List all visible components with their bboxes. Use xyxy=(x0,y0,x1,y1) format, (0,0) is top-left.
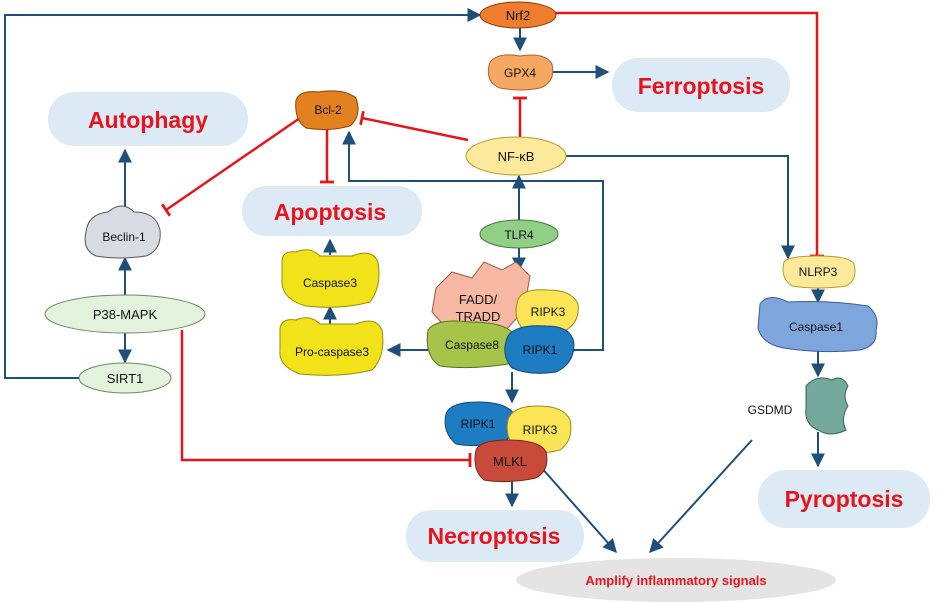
svg-text:RIPK3: RIPK3 xyxy=(531,305,566,319)
svg-text:MLKL: MLKL xyxy=(493,454,527,469)
sirt1-node: SIRT1 xyxy=(78,362,172,394)
svg-text:Pro-caspase3: Pro-caspase3 xyxy=(295,345,369,359)
svg-text:NF-κB: NF-κB xyxy=(498,149,535,164)
caspase1-node: Caspase1 xyxy=(757,297,878,353)
beclin1-node: Beclin-1 xyxy=(84,205,161,259)
gsdmd-node: GSDMD xyxy=(748,377,849,435)
svg-text:Bcl-2: Bcl-2 xyxy=(314,103,342,117)
outcome-ferroptosis: Ferroptosis xyxy=(612,58,790,112)
mlkl-node: MLKL xyxy=(474,439,548,483)
svg-text:GSDMD: GSDMD xyxy=(748,403,793,417)
svg-text:Caspase3: Caspase3 xyxy=(303,276,357,290)
tlr4-node: TLR4 xyxy=(479,219,559,249)
outcome-necroptosis: Necroptosis xyxy=(406,510,584,562)
svg-text:RIPK1: RIPK1 xyxy=(523,343,558,357)
ripk1-top-node: RIPK1 xyxy=(504,325,575,374)
svg-text:Necroptosis: Necroptosis xyxy=(428,523,561,549)
svg-text:Amplify inflammatory signals: Amplify inflammatory signals xyxy=(585,573,766,588)
outcome-pyroptosis: Pyroptosis xyxy=(758,470,930,528)
nrf2-node: Nrf2 xyxy=(479,1,557,29)
svg-text:RIPK3: RIPK3 xyxy=(523,423,558,437)
gpx4-node: GPX4 xyxy=(487,54,554,91)
caspase8-node: Caspase8 xyxy=(426,320,517,369)
svg-text:Nrf2: Nrf2 xyxy=(506,8,531,23)
svg-text:Autophagy: Autophagy xyxy=(88,107,208,133)
svg-text:TLR4: TLR4 xyxy=(504,228,534,242)
svg-text:P38-MAPK: P38-MAPK xyxy=(93,307,158,322)
svg-text:TRADD: TRADD xyxy=(456,309,501,324)
svg-text:NLRP3: NLRP3 xyxy=(799,265,838,279)
procaspase3-node: Pro-caspase3 xyxy=(279,317,384,376)
svg-text:Caspase8: Caspase8 xyxy=(445,338,499,352)
svg-text:Beclin-1: Beclin-1 xyxy=(102,230,146,244)
bcl2-node: Bcl-2 xyxy=(295,90,359,131)
nlrp3-node: NLRP3 xyxy=(782,255,856,289)
outcome-apoptosis: Apoptosis xyxy=(242,186,422,236)
caspase3-node: Caspase3 xyxy=(281,249,380,308)
svg-text:FADD/: FADD/ xyxy=(459,292,498,307)
svg-text:RIPK1: RIPK1 xyxy=(461,417,496,431)
svg-text:SIRT1: SIRT1 xyxy=(107,371,144,386)
svg-text:Pyroptosis: Pyroptosis xyxy=(785,486,904,512)
svg-text:GPX4: GPX4 xyxy=(504,66,536,80)
outcome-autophagy: Autophagy xyxy=(48,92,248,146)
p38-mapk-node: P38-MAPK xyxy=(44,294,206,334)
nfkb-node: NF-κB xyxy=(465,136,567,176)
outcome-inflammatory-signals: Amplify inflammatory signals xyxy=(516,558,836,602)
svg-text:Apoptosis: Apoptosis xyxy=(274,199,386,225)
svg-text:Ferroptosis: Ferroptosis xyxy=(638,73,765,99)
connectors xyxy=(4,8,825,554)
svg-text:Caspase1: Caspase1 xyxy=(789,320,843,334)
ripk1-lower-node: RIPK1 xyxy=(444,401,516,447)
fadd-tradd-node: FADD/ TRADD xyxy=(431,261,531,331)
